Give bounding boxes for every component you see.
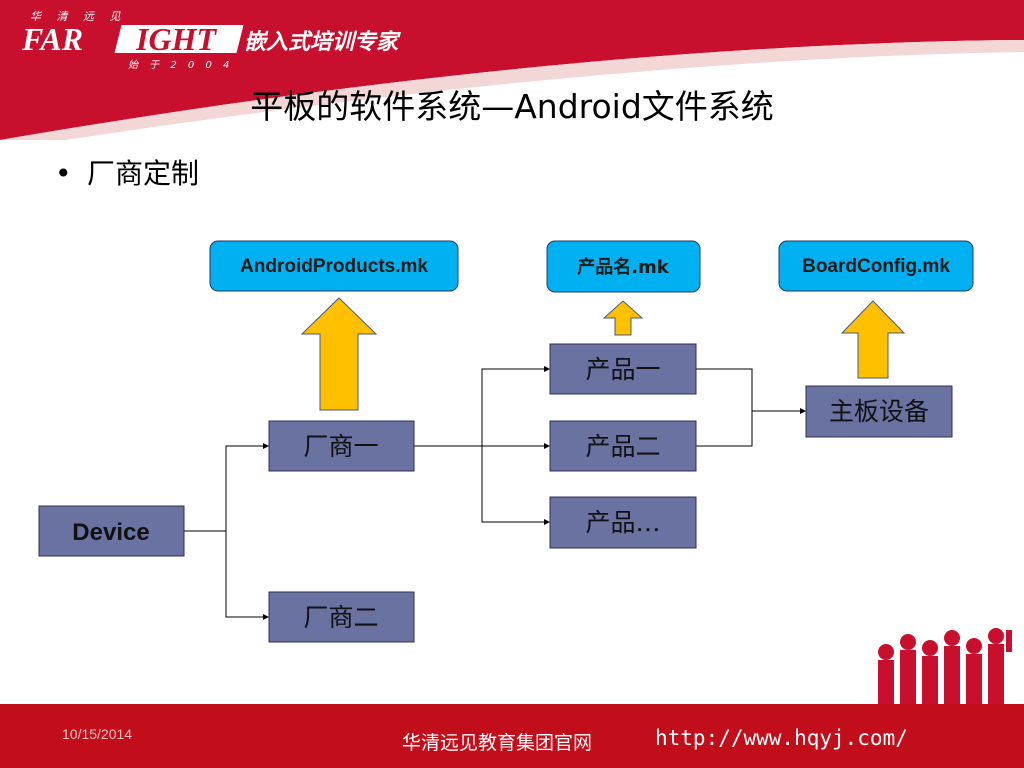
logo-brand-right: IGHT xyxy=(136,21,216,57)
up-arrow-icon xyxy=(840,300,906,379)
node-label-board: 主板设备 xyxy=(829,397,929,426)
connector-device-vendor-1 xyxy=(184,443,269,532)
bullet-dot-icon: • xyxy=(55,157,72,190)
connector-product-2-board xyxy=(696,411,753,447)
connector-vendor-1-product-more xyxy=(481,446,550,525)
file-box-android-products: AndroidProducts.mk xyxy=(209,240,459,292)
diagram-area xyxy=(38,230,978,700)
bullet-item: • 厂商定制 xyxy=(55,152,199,192)
footer-url-link[interactable]: http://www.hqyj.com/ xyxy=(655,726,908,750)
logo-brand-left: FAR xyxy=(22,21,84,57)
connector-vendor-1-product-1 xyxy=(414,366,550,447)
file-label-board-config: BoardConfig.mk xyxy=(802,256,950,277)
footer: 10/15/2014 华清远见教育集团官网 http://www.hqyj.co… xyxy=(0,704,1024,768)
bullet-text: 厂商定制 xyxy=(87,157,200,190)
node-product-2: 产品二 xyxy=(549,420,697,472)
logo-since: 始 于 2 0 0 4 xyxy=(128,60,234,71)
footer-date: 10/15/2014 xyxy=(62,726,133,742)
node-product-1: 产品一 xyxy=(549,343,697,395)
node-board: 主板设备 xyxy=(805,385,953,438)
logo-slogan: 嵌入式培训专家 xyxy=(244,30,399,55)
logo: FAR IGHT xyxy=(18,21,244,57)
footer-org-name: 华清远见教育集团官网 xyxy=(402,732,593,754)
node-label-product-1: 产品一 xyxy=(585,355,660,384)
file-label-android-products: AndroidProducts.mk xyxy=(240,256,428,277)
node-label-product-2: 产品二 xyxy=(585,432,660,461)
file-box-product-name: 产品名.mk xyxy=(546,240,701,293)
crowd-silhouette xyxy=(878,628,1012,704)
up-arrow-icon xyxy=(300,297,378,411)
node-product-more: 产品… xyxy=(549,496,697,549)
node-vendor-1: 厂商一 xyxy=(268,420,415,472)
connectors xyxy=(184,366,806,620)
slide-title: 平板的软件系统—Android文件系统 xyxy=(250,87,774,126)
node-label-device: Device xyxy=(72,519,149,546)
up-arrow-icon xyxy=(602,300,644,336)
logo-chinese-name: 华 清 远 见 xyxy=(30,10,127,23)
diagram: AndroidProducts.mk 产品名.mk BoardConfig.mk… xyxy=(38,240,1012,704)
node-device: Device xyxy=(38,505,185,557)
file-box-board-config: BoardConfig.mk xyxy=(778,240,974,292)
node-label-vendor-2: 厂商二 xyxy=(303,603,378,632)
connector-product-1-board xyxy=(696,368,806,414)
node-vendor-2: 厂商二 xyxy=(268,591,415,643)
connector-device-vendor-2 xyxy=(225,531,269,620)
file-label-product-name: 产品名.mk xyxy=(577,256,670,278)
node-label-product-more: 产品… xyxy=(585,508,660,537)
header-band xyxy=(0,0,1024,140)
node-label-vendor-1: 厂商一 xyxy=(303,432,378,461)
